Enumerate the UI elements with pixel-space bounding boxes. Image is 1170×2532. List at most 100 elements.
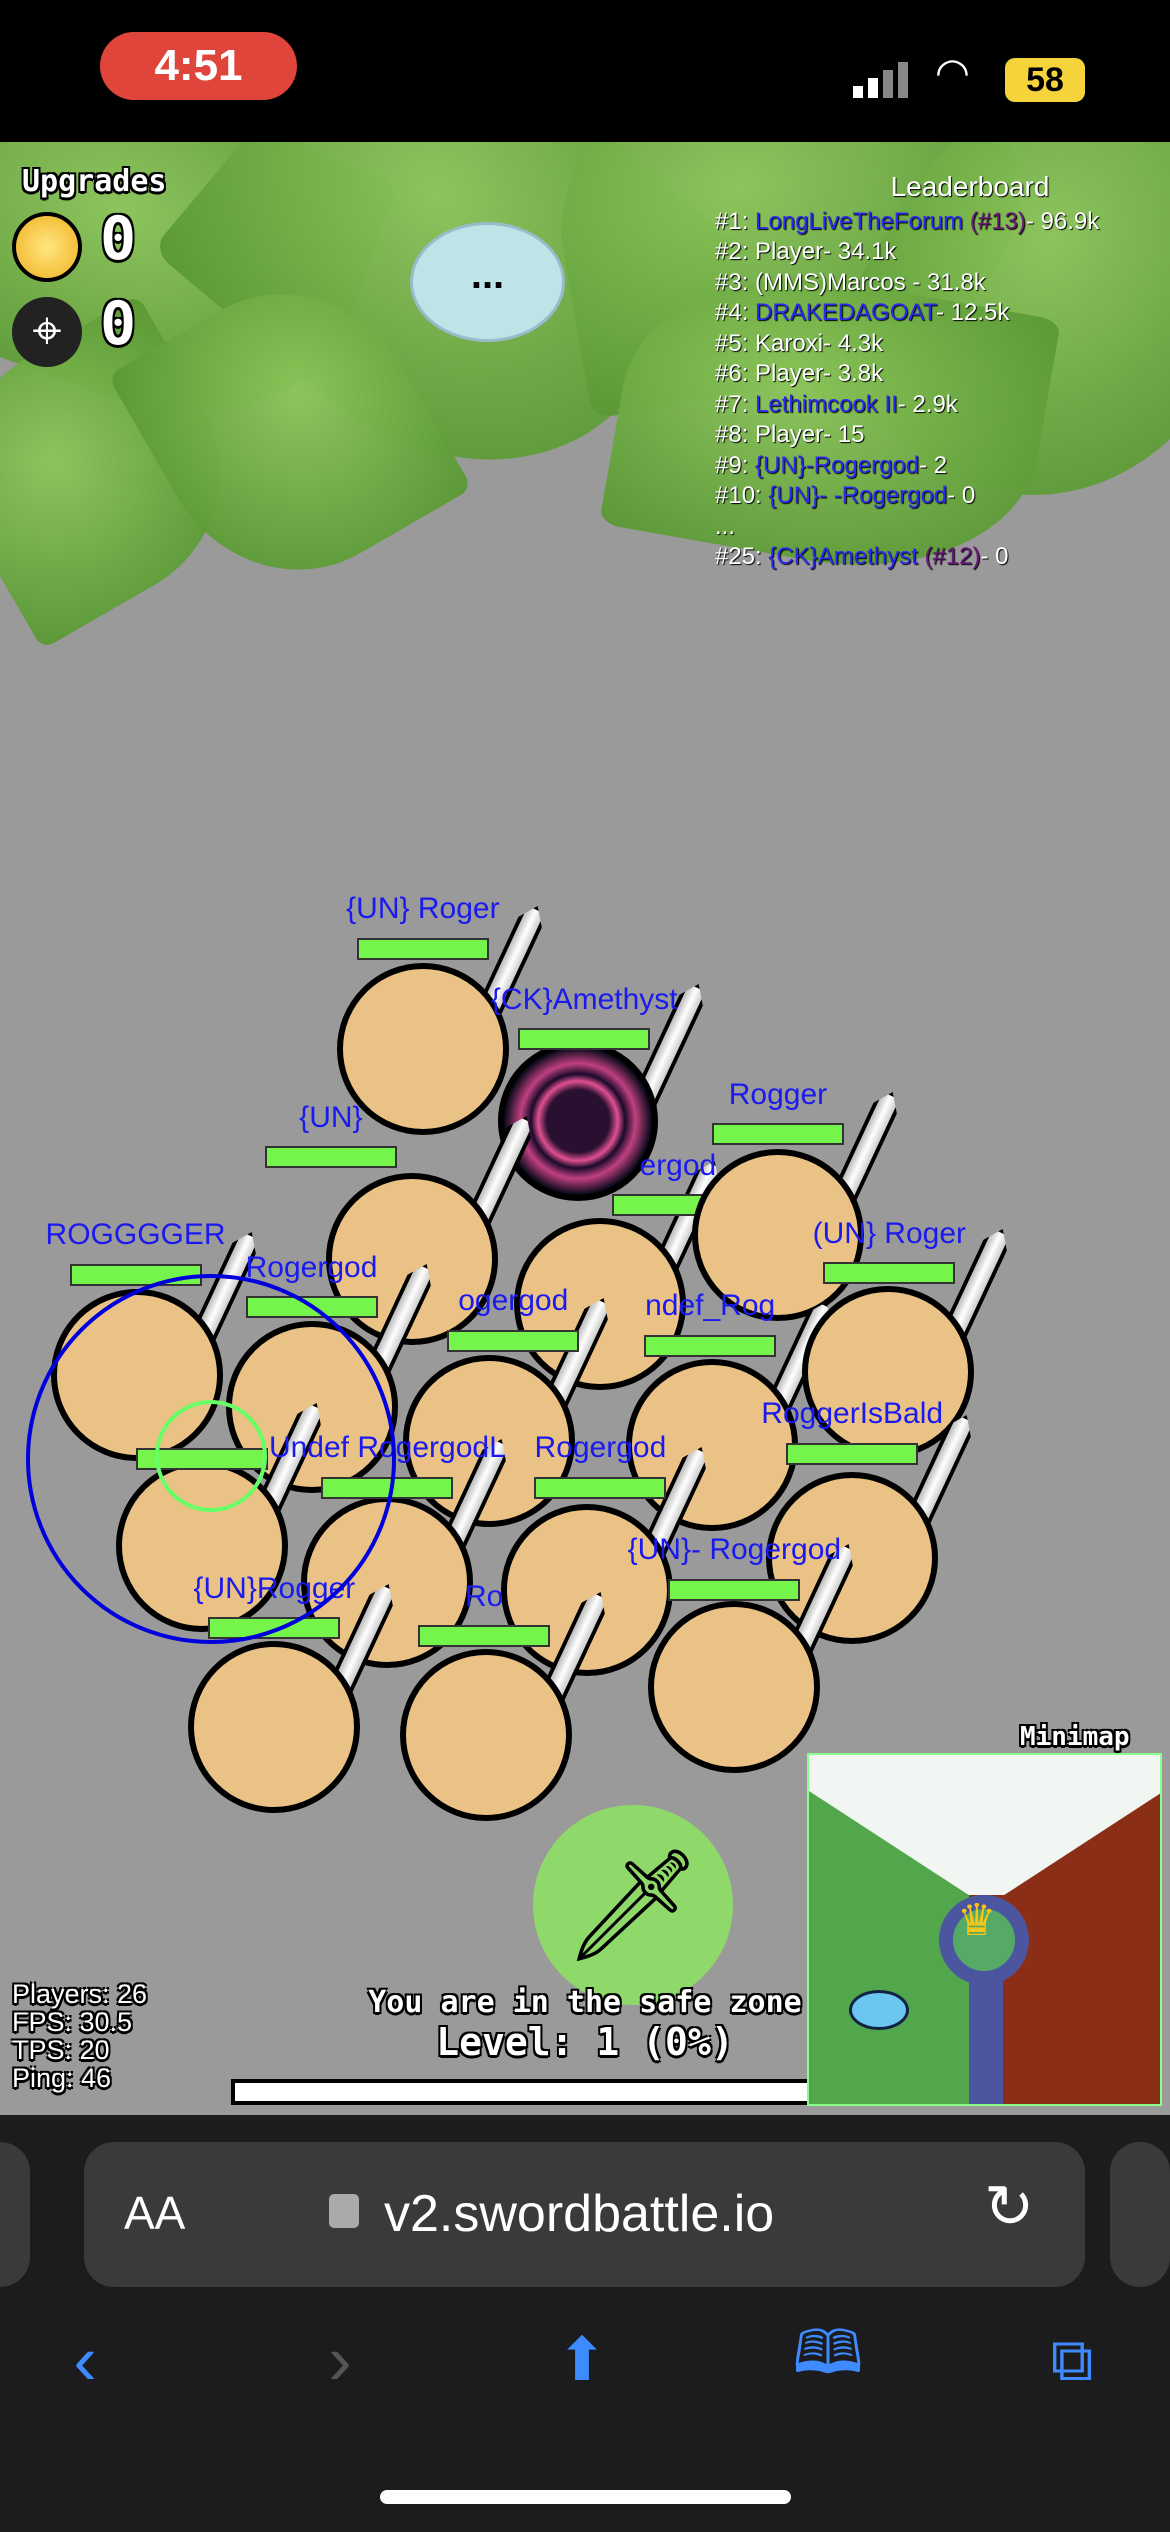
player-name: {UN} Roger [346, 892, 500, 926]
leaderboard-rank: #9: [715, 451, 756, 479]
crosshair-icon: ⌖ [12, 297, 82, 367]
health-bar [264, 1146, 397, 1168]
browser-chrome: AA v2.swordbattle.io ↻ ‹ › ⬆ 🕮 ⧉ [0, 2115, 1170, 2532]
lock-icon [329, 2194, 359, 2228]
leaderboard-row: #1: LongLiveTheForum (#13)- 96.9k [715, 207, 1165, 238]
sword-dash-icon: 🗡 [563, 1843, 703, 1967]
kill-count: 0 [100, 289, 137, 359]
health-bar [356, 937, 489, 960]
player [625, 1358, 798, 1531]
leaderboard-title: Leaderboard [890, 171, 1050, 202]
leaderboard-rank: #5: [715, 329, 756, 357]
text-size-button[interactable]: AA [124, 2187, 186, 2239]
health-bar [418, 1625, 551, 1648]
leaderboard-row: #5: Karoxi- 4.3k [715, 329, 1165, 360]
player-name: ogergod [458, 1284, 569, 1318]
wifi-icon: ◠ [935, 51, 970, 95]
coin-icon [12, 212, 82, 282]
dash-ability-button[interactable]: 🗡 [533, 1805, 733, 2005]
bookmarks-icon[interactable]: 🕮 [792, 2319, 864, 2386]
health-bar [518, 1028, 651, 1051]
minimap-label: Minimap [1020, 1722, 1130, 1752]
leaderboard-rank: #25: [715, 543, 769, 570]
leaderboard-rank: #4: [715, 299, 756, 326]
leaderboard-row: #7: Lethimcook II- 2.9k [715, 390, 1165, 421]
player-name: (UN} Roger [812, 1216, 967, 1250]
back-icon[interactable]: ‹ [73, 2321, 97, 2399]
leaderboard-name: DRAKEDAGOAT [755, 299, 936, 326]
level-label: Level: 1 (0%) [436, 2020, 734, 2064]
battery-indicator: 58 [1005, 58, 1085, 102]
players-count: Players: 26 [12, 1979, 148, 2009]
leaderboard-name: {CK}Amethyst [768, 543, 918, 570]
leaderboard-score: - 4.3k [823, 329, 884, 357]
next-tab[interactable] [1110, 2142, 1170, 2287]
ping: Ping: 46 [12, 2063, 112, 2093]
leaderboard-rank: #10: [715, 482, 769, 509]
url-text[interactable]: v2.swordbattle.io [384, 2185, 775, 2243]
leaderboard-row: #9: {UN}-Rogergod- 2 [715, 451, 1165, 482]
home-indicator [380, 2490, 791, 2504]
health-bar [823, 1262, 956, 1285]
player-name: ROGGGGER [45, 1218, 226, 1252]
health-bar [534, 1476, 667, 1499]
upgrades-title: Upgrades [22, 164, 167, 199]
reload-icon[interactable]: ↻ [984, 2173, 1035, 2240]
tabs-icon[interactable]: ⧉ [1050, 2326, 1094, 2393]
leaderboard-name: {UN}- -Rogergod [768, 482, 948, 509]
leaderboard-score: - 15 [823, 421, 865, 448]
aim-ring [155, 1400, 267, 1512]
player-name: ndef_Rog [645, 1289, 776, 1323]
leaderboard-row: #25: {CK}Amethyst (#12)- 0 [715, 542, 1165, 573]
player-range-ring [26, 1274, 396, 1644]
leaderboard-name: LongLiveTheForum [755, 207, 964, 235]
player [648, 1600, 821, 1773]
player-name: {CK}Amethyst [490, 982, 678, 1016]
cellular-signal-icon [853, 60, 913, 98]
leaderboard-row: #10: {UN}- -Rogergod- 0 [715, 481, 1165, 512]
leaderboard-row: #6: Player- 3.8k [715, 359, 1165, 390]
leaderboard-tag: (#13) [963, 207, 1026, 235]
forward-icon[interactable]: › [328, 2321, 352, 2399]
player-name: RoggerIsBald [761, 1397, 944, 1431]
leaderboard-score: - 96.9k [1025, 207, 1100, 235]
game-canvas[interactable]: Upgrades 0 ⌖ 0 ... Leaderboard #1: LongL… [0, 142, 1170, 2115]
leaderboard-name: Player [755, 238, 824, 265]
leaderboard-score: - 2.9k [897, 390, 958, 418]
time-pill: 4:51 [100, 32, 297, 100]
player [336, 963, 509, 1136]
chat-bubble-button[interactable]: ... [410, 222, 565, 342]
leaderboard-score: - 31.8k [912, 268, 986, 296]
previous-tab[interactable] [0, 2142, 30, 2287]
player-name: Rogergod [245, 1250, 378, 1284]
player-name: {UN} [299, 1100, 363, 1134]
address-bar[interactable]: AA v2.swordbattle.io ↻ [84, 2142, 1085, 2287]
leaderboard-tag: (#12) [917, 543, 981, 570]
status-bar: 4:51 ◠ 58 [0, 0, 1170, 142]
leaderboard: Leaderboard #1: LongLiveTheForum (#13)- … [715, 171, 1165, 573]
fps: FPS: 30.5 [12, 2007, 133, 2037]
leaderboard-score: - 34.1k [823, 238, 897, 265]
minimap: ♛ [807, 1753, 1162, 2106]
leaderboard-name: {UN}-Rogergod [755, 451, 920, 479]
leaderboard-name: Lethimcook II [755, 390, 898, 418]
leaderboard-name: Player [755, 421, 824, 448]
leaderboard-rank: #7: [715, 390, 756, 418]
health-bar [447, 1330, 580, 1352]
health-bar [711, 1123, 844, 1146]
safe-zone-message: You are in the safe zone [368, 1985, 802, 2020]
leaderboard-name: (MMS)Marcos [755, 268, 913, 296]
leaderboard-row: #8: Player- 15 [715, 420, 1165, 451]
leaderboard-rank: #1: [715, 207, 756, 235]
player [399, 1649, 572, 1822]
player [801, 1285, 974, 1458]
leaderboard-rank: #8: [715, 421, 756, 448]
leaderboard-name: Karoxi [755, 329, 824, 357]
leaderboard-score: - 3.8k [823, 360, 884, 387]
player-name: Rogger [728, 1077, 828, 1111]
share-icon[interactable]: ⬆ [556, 2326, 608, 2393]
leaderboard-row: #2: Player- 34.1k [715, 237, 1165, 268]
health-bar [644, 1334, 777, 1357]
player [188, 1640, 361, 1813]
leaderboard-name: Player [755, 360, 824, 387]
